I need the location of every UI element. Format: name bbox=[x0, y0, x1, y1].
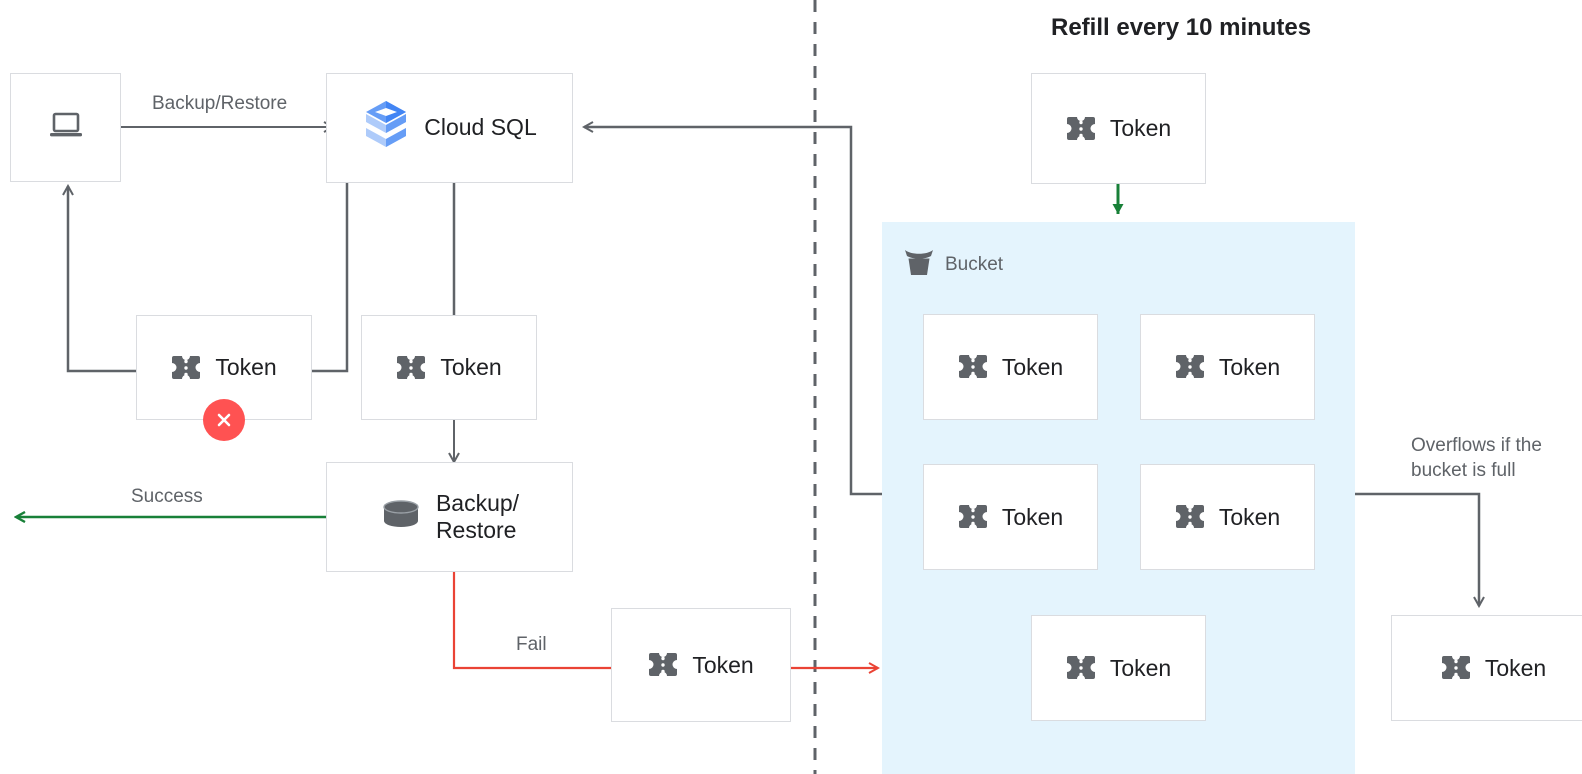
cloud-sql-label: Cloud SQL bbox=[424, 114, 537, 141]
error-x-badge bbox=[203, 399, 245, 441]
token-label: Token bbox=[215, 354, 277, 380]
node-bucket-token[interactable]: Token bbox=[1140, 314, 1315, 420]
bucket-icon bbox=[903, 247, 935, 282]
token-icon bbox=[1175, 504, 1205, 530]
token-icon bbox=[171, 355, 201, 381]
token-label: Token bbox=[1218, 353, 1281, 380]
close-icon bbox=[217, 413, 231, 427]
caption-fail: Fail bbox=[516, 634, 547, 655]
node-bucket-token[interactable]: Token bbox=[923, 314, 1098, 420]
node-bucket-token[interactable]: Token bbox=[1140, 464, 1315, 570]
node-token-overflow[interactable]: Token bbox=[1391, 615, 1582, 721]
node-token-quota[interactable]: Token bbox=[361, 315, 537, 420]
token-icon bbox=[396, 355, 426, 381]
token-icon bbox=[1066, 655, 1096, 681]
node-bucket-token[interactable]: Token bbox=[1031, 615, 1206, 721]
token-label: Token bbox=[440, 354, 502, 380]
cloud-sql-icon bbox=[362, 99, 410, 158]
edge-bucket-overflow bbox=[1355, 492, 1479, 606]
token-icon bbox=[648, 652, 678, 678]
token-label: Token bbox=[1484, 654, 1547, 681]
token-label: Token bbox=[1109, 654, 1172, 681]
token-label: Token bbox=[1001, 503, 1064, 530]
token-icon bbox=[1175, 354, 1205, 380]
edge-bucket-to-cloudsql bbox=[584, 127, 882, 496]
node-cloud-sql[interactable]: Cloud SQL bbox=[326, 73, 573, 183]
node-token-refill[interactable]: Token bbox=[1031, 73, 1206, 184]
node-token-fail[interactable]: Token bbox=[611, 608, 791, 722]
laptop-icon bbox=[47, 110, 85, 145]
caption-backup-restore: Backup/Restore bbox=[152, 93, 288, 114]
token-icon bbox=[958, 504, 988, 530]
node-client[interactable] bbox=[10, 73, 121, 182]
node-backup-restore[interactable]: Backup/ Restore bbox=[326, 462, 573, 572]
page-title: Refill every 10 minutes bbox=[1051, 14, 1312, 41]
bucket-header: Bucket bbox=[903, 247, 1003, 282]
node-bucket-token[interactable]: Token bbox=[923, 464, 1098, 570]
database-icon bbox=[380, 498, 422, 537]
edge-cloudsql-to-tokenclient bbox=[311, 183, 349, 373]
token-icon bbox=[1441, 655, 1471, 681]
token-label: Token bbox=[692, 651, 754, 678]
token-label: Token bbox=[1001, 353, 1064, 380]
token-icon bbox=[1066, 116, 1096, 142]
token-label: Token bbox=[1109, 115, 1172, 141]
edge-tokenclient-to-client bbox=[68, 186, 136, 373]
token-label: Token bbox=[1218, 503, 1281, 530]
token-icon bbox=[958, 354, 988, 380]
caption-overflow: Overflows if the bucket is full bbox=[1411, 435, 1542, 481]
bucket-label: Bucket bbox=[945, 253, 1004, 275]
caption-success: Success bbox=[131, 486, 203, 507]
backup-restore-label: Backup/ Restore bbox=[435, 489, 520, 543]
